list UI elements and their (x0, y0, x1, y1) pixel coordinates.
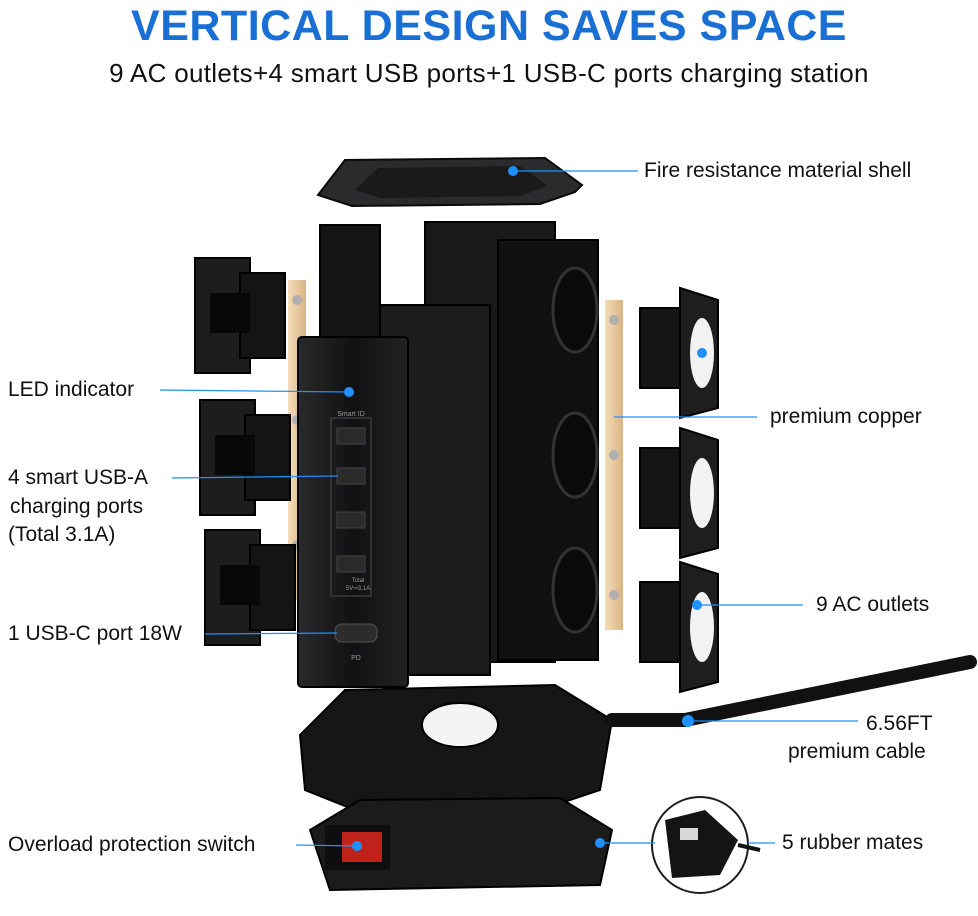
usb-a-port-4 (336, 555, 366, 573)
usb-a-port-3 (336, 511, 366, 529)
usb-a-callout-line1: 4 smart USB-A (8, 466, 149, 489)
overload-switch (342, 832, 382, 862)
usb-a-callout-line3: (Total 3.1A) (8, 523, 116, 546)
base (298, 683, 614, 892)
copper-callout: premium copper (770, 405, 922, 428)
callout-lines (159, 170, 858, 847)
smart-id-label: Smart ID (337, 411, 365, 418)
cable-callout-line2: premium cable (788, 740, 926, 763)
left-outlets (194, 257, 296, 646)
overload-callout: Overload protection switch (8, 833, 256, 856)
led-callout: LED indicator (8, 378, 135, 401)
rubber-mates-callout: 5 rubber mates (782, 831, 924, 854)
total-label: Total (352, 578, 365, 584)
rubber-mate-inset (651, 796, 761, 894)
page-title: VERTICAL DESIGN SAVES SPACE (131, 2, 847, 50)
usb-a-port-2 (336, 467, 366, 485)
usb-c-port (334, 623, 378, 643)
usb-a-callout-line2: charging ports (10, 495, 144, 518)
page-subtitle: 9 AC outlets+4 smart USB ports+1 USB-C p… (109, 58, 869, 88)
top-shell (316, 156, 584, 208)
shell-callout: Fire resistance material shell (644, 159, 912, 182)
pd-label: PD (351, 655, 361, 662)
right-outlets (639, 286, 719, 694)
usb-a-port-1 (336, 427, 366, 445)
rating-label: 5V⎓3.1A (346, 586, 370, 592)
usb-c-callout: 1 USB-C port 18W (8, 622, 182, 645)
cable-callout-line1: 6.56FT (866, 712, 933, 735)
usb-panel (297, 336, 409, 688)
ac-outlets-callout: 9 AC outlets (816, 593, 930, 616)
